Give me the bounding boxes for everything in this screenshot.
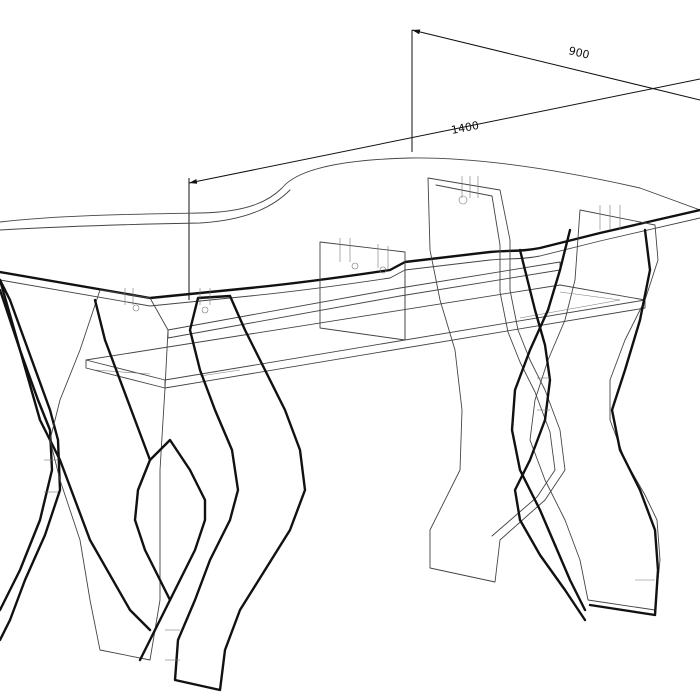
front-leg-right	[510, 228, 660, 622]
tabletop	[0, 157, 700, 307]
center-divider	[319, 238, 406, 341]
front-leg-left	[0, 278, 307, 692]
dimension-length: 1400	[188, 78, 700, 300]
length-dimension-label: 1400	[450, 119, 480, 137]
lower-shelf	[85, 284, 646, 389]
back-leg-end	[529, 205, 661, 611]
back-leg-right	[427, 176, 566, 583]
depth-dimension-label: 900	[567, 44, 590, 61]
